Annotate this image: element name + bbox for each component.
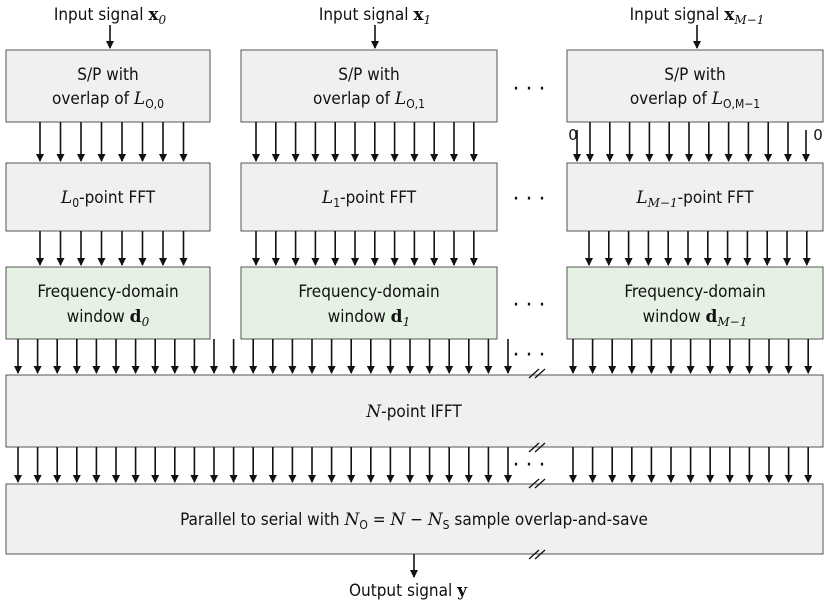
ellipsis-row2: ··· (513, 187, 552, 212)
sp-block-0-label2: overlap of LO,0 (52, 89, 164, 111)
fft-block-m1 (566, 162, 824, 232)
fft-block-1-label: L1-point FFT (321, 188, 417, 210)
fft-block-1 (240, 162, 498, 232)
sp-block-m1-label: S/P with (664, 65, 725, 85)
window-block-0-label: Frequency-domain (37, 282, 178, 302)
break-mark-ps-bottom (528, 549, 546, 560)
zero-pad-right: 0 (813, 126, 823, 144)
sp-block-m1-label2: overlap of LO,M−1 (630, 89, 760, 111)
sp-block-0 (5, 49, 211, 123)
ellipsis-row1: ··· (513, 77, 552, 102)
sp-block-1-label: S/P with (338, 65, 399, 85)
fft-block-0-label: L0-point FFT (60, 188, 156, 210)
ps-block (5, 483, 824, 555)
ps-block-label: Parallel to serial with NO = N − NS samp… (180, 510, 648, 532)
window-block-m1 (566, 266, 824, 340)
break-mark-ifft-top (528, 368, 546, 379)
signal-arrows (14, 122, 813, 483)
ellipsis-row5: ··· (513, 453, 552, 478)
sp-block-1 (240, 49, 498, 123)
window-block-m1-label2: window dM−1 (643, 307, 748, 329)
output-label: Output signal y (349, 581, 468, 601)
zero-pad-left: 0 (568, 126, 578, 144)
window-block-1-label: Frequency-domain (298, 282, 439, 302)
window-block-0-label2: window d0 (67, 307, 150, 329)
sp-block-1-label2: overlap of LO,1 (313, 89, 425, 111)
ellipsis-row4: ··· (513, 343, 552, 368)
window-block-1 (240, 266, 498, 340)
sp-block-m1 (566, 49, 824, 123)
fft-block-m1-label: LM−1-point FFT (635, 188, 754, 210)
break-mark-ifft-bottom (528, 442, 546, 453)
fft-block-0 (5, 162, 211, 232)
window-block-1-label2: window d1 (328, 307, 410, 329)
ifft-block-label: N-point IFFT (365, 402, 462, 422)
window-block-0 (5, 266, 211, 340)
input-label-m1: Input signal xM−1 (630, 5, 765, 27)
break-mark-ps-top (528, 478, 546, 489)
sp-block-0-label: S/P with (77, 65, 138, 85)
ellipsis-row3: ··· (513, 293, 552, 318)
window-block-m1-label: Frequency-domain (624, 282, 765, 302)
ifft-block (5, 374, 824, 448)
input-label-0: Input signal x0 (54, 5, 167, 27)
input-label-1: Input signal x1 (319, 5, 431, 27)
